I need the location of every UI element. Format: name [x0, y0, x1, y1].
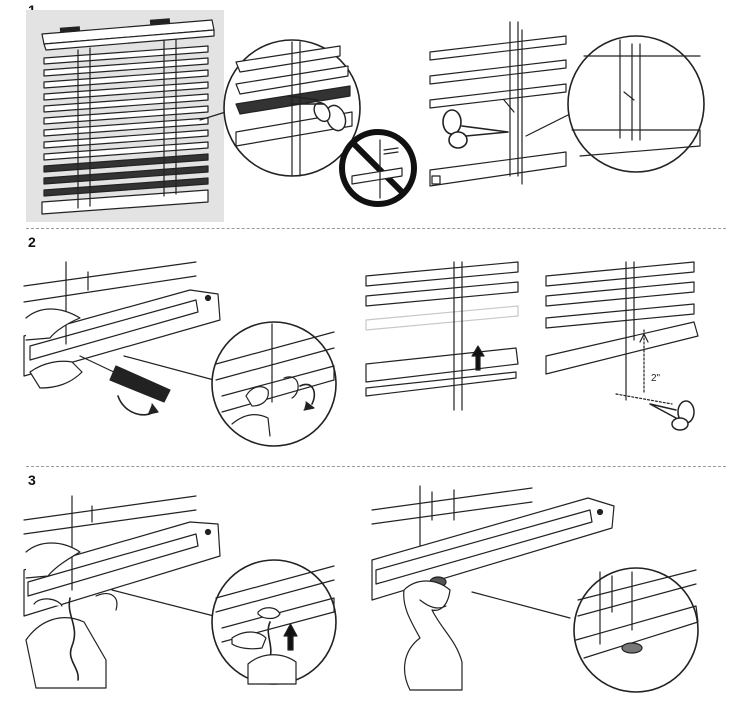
arrow-up-icon [283, 623, 298, 651]
screwdriver-step-illustration [23, 261, 337, 447]
cut-cord-illustration [429, 21, 579, 187]
hand-icon [25, 308, 81, 341]
hand-icon [29, 360, 83, 389]
arrow-up-icon [471, 345, 485, 371]
scissors-icon [649, 400, 695, 431]
zoom-cut-cord-circle [199, 39, 361, 177]
scissors-icon [442, 109, 509, 149]
scissors-icon [287, 95, 347, 132]
prohibited-icon [339, 129, 417, 207]
plug-icon [621, 642, 643, 654]
full-blind-illustration [26, 10, 224, 222]
measurement-label: 2" [651, 373, 661, 384]
seated-plug-illustration [371, 485, 699, 693]
hand-icon [25, 542, 81, 579]
step-2-number: 2 [28, 234, 36, 250]
divider-1 [26, 228, 726, 229]
raise-rail-illustration [365, 261, 519, 411]
step-3-number: 3 [28, 472, 36, 488]
measure-cut-illustration: 2" [545, 261, 699, 431]
screwdriver-icon [79, 355, 171, 416]
cord-icon [68, 597, 79, 681]
hand-icon [403, 580, 463, 691]
zoom-cord-detail-circle [567, 35, 705, 173]
divider-2 [26, 466, 726, 467]
hand-icon [25, 617, 107, 689]
insert-plug-illustration [23, 495, 337, 689]
